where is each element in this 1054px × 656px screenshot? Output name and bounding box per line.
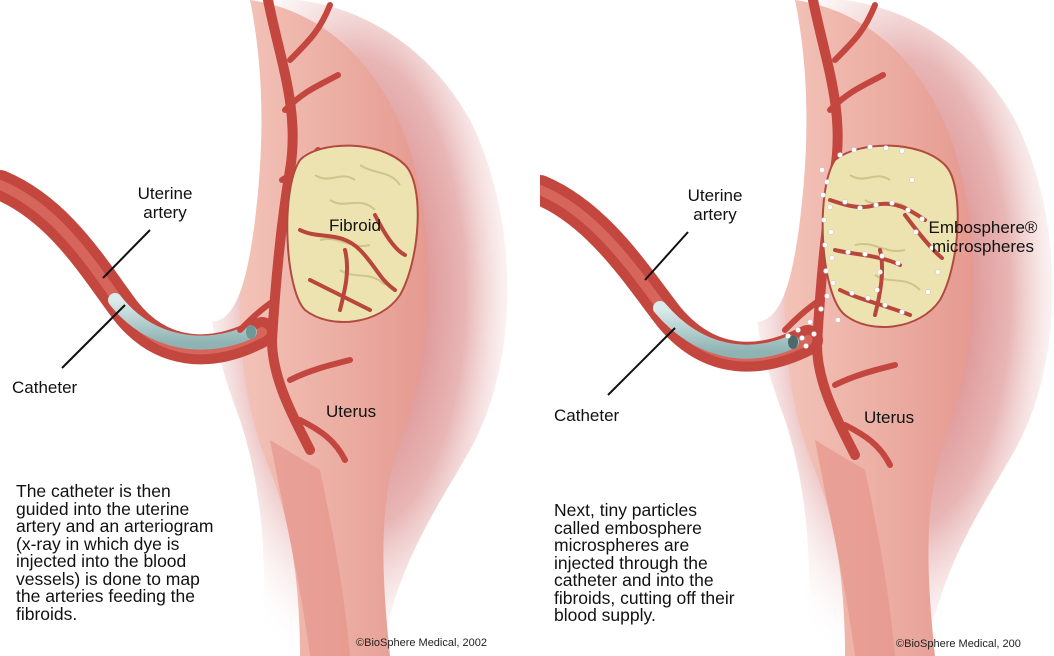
catheter-pointer xyxy=(62,305,125,368)
catheter-label: Catheter xyxy=(12,378,77,397)
uterine-cavity xyxy=(540,0,806,322)
uterus-label: Uterus xyxy=(326,402,376,421)
right-caption: Next, tiny particles called embosphere m… xyxy=(554,502,735,625)
microspheres-label: Embosphere® microspheres xyxy=(912,218,1054,256)
uterine-artery-label: Uterine artery xyxy=(120,184,210,222)
right-illustration-panel: Uterine artery Embosphere® microspheres … xyxy=(540,0,1054,656)
uterine-cavity xyxy=(0,0,261,322)
uterus-label: Uterus xyxy=(864,408,914,427)
uterine-artery-label: Uterine artery xyxy=(670,186,760,224)
catheter-label: Catheter xyxy=(554,406,619,425)
left-illustration-panel: Uterine artery Fibroid Catheter Uterus T… xyxy=(0,0,540,656)
left-copyright: ©BioSphere Medical, 2002 xyxy=(356,637,487,649)
catheter-pointer xyxy=(608,328,675,395)
left-caption: The catheter is then guided into the ute… xyxy=(16,483,213,623)
fibroid-label: Fibroid xyxy=(310,216,400,235)
right-copyright: ©BioSphere Medical, 200 xyxy=(896,638,1021,650)
